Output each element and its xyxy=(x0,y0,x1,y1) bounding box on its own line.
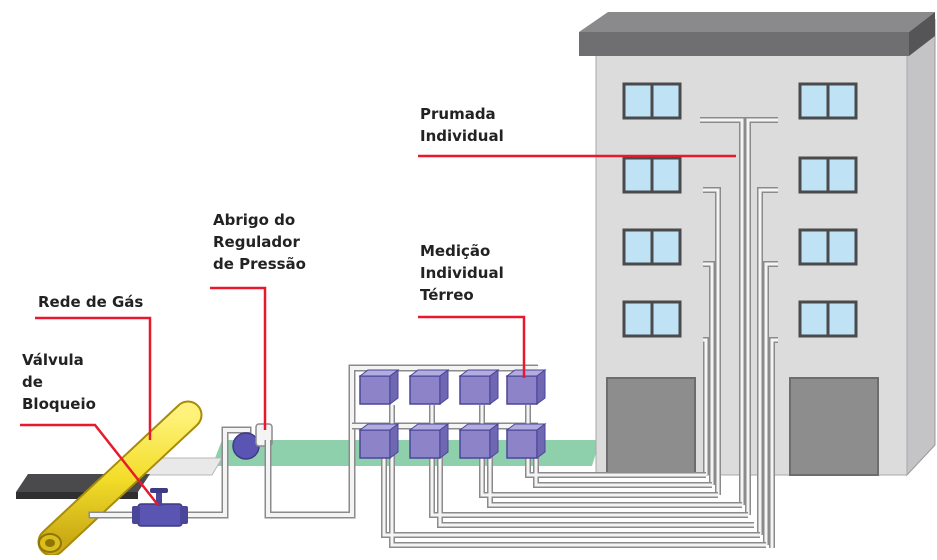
leader-lines xyxy=(20,154,736,506)
door xyxy=(606,377,696,476)
leader-valvula xyxy=(20,423,159,506)
label-rede-de-gas: Rede de Gás xyxy=(38,293,144,311)
label-medicao-individual: Medição Individual Térreo xyxy=(420,242,504,304)
meter-bank xyxy=(358,369,547,459)
gas-meter-icon xyxy=(458,423,500,459)
window-mullions xyxy=(650,84,830,336)
gas-meter-icon xyxy=(505,423,547,459)
door xyxy=(789,377,879,476)
gas-meter-icon xyxy=(358,423,400,459)
leader-abrigo xyxy=(210,286,267,430)
leader-medicao xyxy=(418,315,526,378)
riser-pipes xyxy=(700,117,778,548)
roof xyxy=(579,12,935,32)
gas-meter-icon xyxy=(458,369,500,405)
gas-main-pipe xyxy=(37,400,203,557)
leader-rede xyxy=(35,316,152,440)
label-prumada-individual: Prumada Individual xyxy=(420,105,504,145)
label-abrigo-regulador: Abrigo do Regulador de Pressão xyxy=(213,211,306,273)
doors xyxy=(606,377,879,476)
label-valvula-bloqueio: Válvula de Bloqueio xyxy=(22,351,96,413)
gas-meter-icon xyxy=(505,369,547,405)
valve-icon xyxy=(132,488,188,527)
gas-meter-icon xyxy=(358,369,400,405)
gas-meter-icon xyxy=(408,369,450,405)
gas-meter-icon xyxy=(408,423,450,459)
ground-strip xyxy=(212,440,600,466)
building-side xyxy=(906,18,936,477)
